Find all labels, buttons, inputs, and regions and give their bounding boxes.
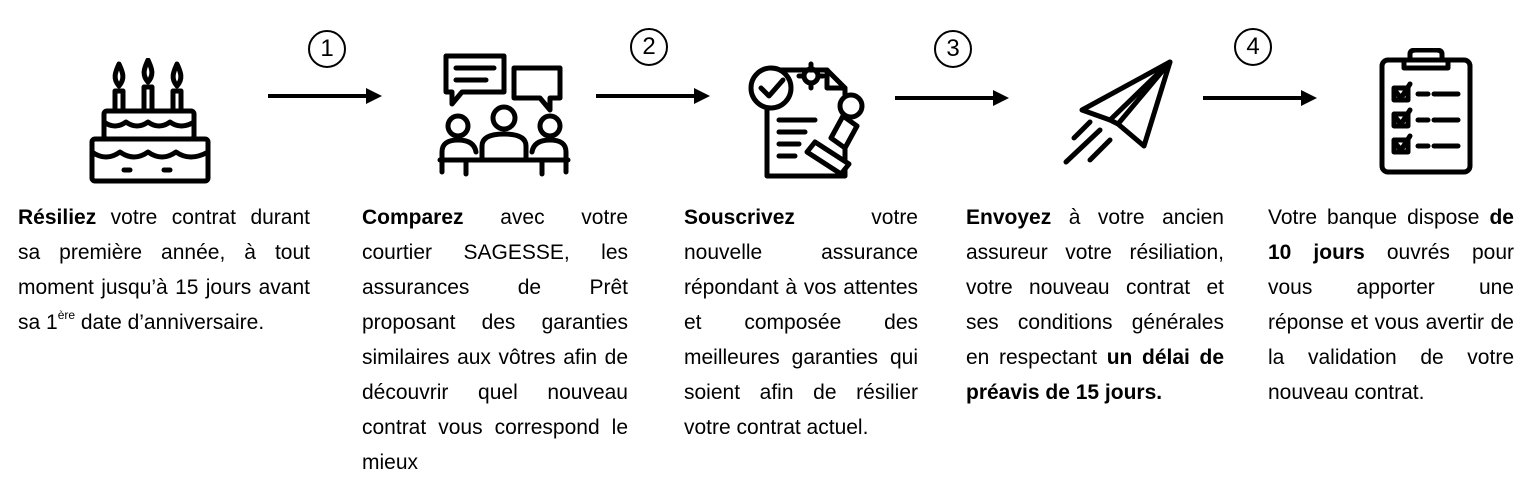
right-arrow-icon [1203,88,1319,113]
step-5-text-lead: Votre banque dispose [1268,206,1490,229]
step-number-4: 4 [1234,28,1272,66]
step-1-description: Résiliez votre contrat durant sa premièr… [18,200,310,340]
step-4-text: à votre ancien assureur votre résiliatio… [966,206,1224,369]
step-1-keyword: Résiliez [18,206,97,229]
step-5-description: Votre banque dispose de 10 jours ouvrés … [1268,200,1514,410]
step-4-description: Envoyez à votre ancien assureur votre ré… [966,200,1224,410]
step-4-notice-period: un délai de préavis de 15 jours. [966,346,1224,404]
step-number-3: 3 [934,30,972,68]
step-3-description: Souscrivez votre nouvelle assurance répo… [684,200,918,445]
step-4-keyword: Envoyez [966,206,1052,229]
birthday-cake-icon [88,58,214,186]
clipboard-checklist-icon [1378,48,1474,176]
step-5-keyword: de 10 jours [1268,206,1514,264]
right-arrow-icon [596,86,712,111]
step-3-text: votre nouvelle assurance répondant à vos… [684,206,918,439]
right-arrow-icon [895,88,1011,113]
step-2-keyword: Comparez [362,206,464,229]
paper-plane-icon [1060,58,1178,168]
step-3-keyword: Souscrivez [684,206,795,229]
step-number-2: 2 [630,28,668,66]
meeting-discussion-icon [436,52,572,178]
step-number-1: 1 [308,30,346,68]
step-1-superscript: ère [57,308,76,322]
step-2-text: avec votre courtier SAGESSE, les assuran… [362,206,628,474]
step-1-text-tail: date d’anniversaire. [75,311,265,334]
step-2-description: Comparez avec votre courtier SAGESSE, le… [362,200,628,480]
step-1-text: votre contrat durant sa première année, … [18,206,310,334]
step-5-text: ouvrés pour vous apporter une réponse et… [1268,241,1514,404]
contract-stamp-icon [745,56,871,180]
right-arrow-icon [268,86,384,111]
